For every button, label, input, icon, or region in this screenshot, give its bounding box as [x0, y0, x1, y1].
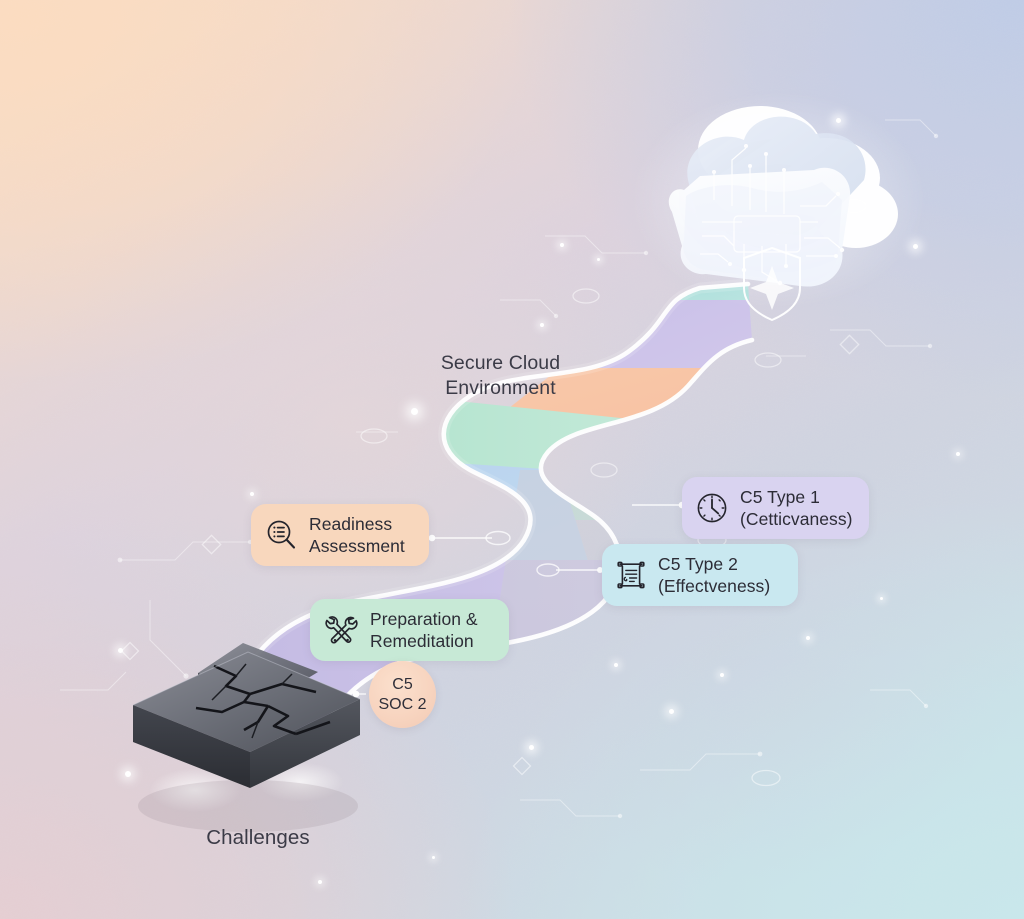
- pill-c5-type-2[interactable]: C5 Type 2 (Effectveness): [602, 544, 798, 607]
- pill-readiness-label: Readiness Assessment: [309, 514, 405, 557]
- pill-preparation-remediation[interactable]: Preparation & Remeditation: [310, 599, 509, 662]
- pill-readiness-assessment[interactable]: Readiness Assessment: [251, 504, 429, 567]
- scroll-certificate-icon: [615, 558, 647, 592]
- slab-crack-hairlines: [211, 663, 293, 739]
- slab-right-face: [250, 699, 360, 788]
- pill-c5-type-1-label: C5 Type 1 (Cetticvaness): [740, 487, 853, 530]
- slab-edge-highlight: [132, 651, 361, 706]
- pill-c5-type-2-label: C5 Type 2 (Effectveness): [658, 554, 771, 597]
- slab-cracks: [195, 664, 331, 736]
- badge-c5-soc2-label: C5 SOC 2: [378, 676, 427, 713]
- pill-c5-type-1[interactable]: C5 Type 1 (Cetticvaness): [682, 477, 869, 540]
- cloud-circuit-traces: [700, 147, 841, 283]
- magnifier-checklist-icon: [264, 518, 298, 552]
- pill-preparation-label: Preparation & Remeditation: [370, 609, 478, 652]
- badge-c5-soc2[interactable]: C5 SOC 2: [369, 661, 436, 728]
- shield-star-icon: [743, 246, 801, 322]
- slab-left-face: [133, 705, 250, 788]
- crossed-tools-icon: [323, 613, 359, 647]
- clock-icon: [695, 491, 729, 525]
